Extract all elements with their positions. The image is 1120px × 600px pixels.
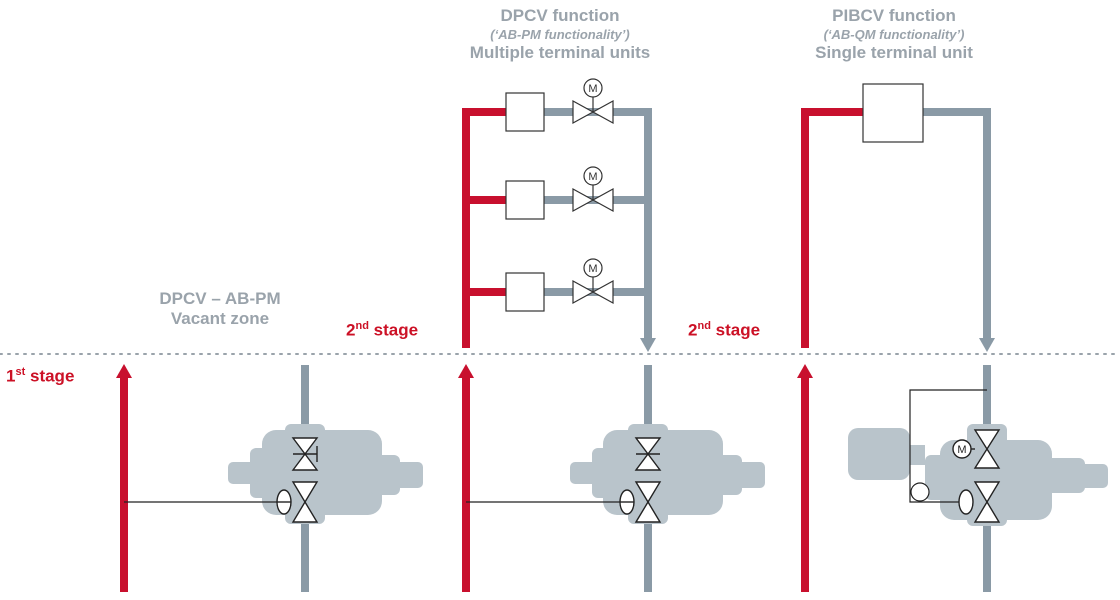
vacant-zone-group [116, 364, 423, 592]
stage2-right-label: 2nd stage [688, 320, 761, 340]
motor-valve-icon-3: M [572, 258, 614, 305]
vacant-zone-header: DPCV – AB-PM Vacant zone [140, 289, 300, 329]
pibcv-function-group: M [797, 83, 1108, 592]
return-arrow-icon [640, 338, 656, 352]
stage1-label: 1st stage [6, 366, 75, 386]
stage2-left-label: 2nd stage [346, 320, 419, 340]
dpcv-function-subtitle: (‘AB-PM functionality’) [490, 27, 630, 42]
actuator-body [848, 428, 925, 480]
terminal-unit-single [862, 83, 924, 143]
vacant-zone-line1: DPCV – AB-PM [159, 289, 281, 308]
pibcv-function-line3: Single terminal unit [815, 43, 973, 62]
dpcv-function-title: DPCV function [500, 6, 620, 25]
pibcv-valve-icon: M [952, 429, 1001, 523]
terminal-unit-2 [505, 180, 545, 220]
svg-text:M: M [957, 444, 966, 456]
supply-arrow-icon [116, 364, 132, 378]
dpcv-valve-body-2 [570, 424, 765, 524]
pump-icon [910, 482, 930, 502]
pibcv-function-title: PIBCV function [832, 6, 956, 25]
terminal-unit-1 [505, 92, 545, 132]
motor-valve-icon-1: M [572, 78, 614, 125]
dpcv-function-line3: Multiple terminal units [469, 43, 651, 62]
vacant-zone-line2: Vacant zone [170, 309, 270, 328]
pibcv-function-header: PIBCV function (‘AB-QM functionality’) S… [774, 6, 1014, 63]
dpcv-function-group: M M M [458, 78, 765, 592]
svg-text:M: M [588, 263, 597, 275]
dpcv-function-header: DPCV function (‘AB-PM functionality’) Mu… [440, 6, 680, 63]
balancing-valve-icon-2 [619, 437, 662, 523]
pibcv-function-subtitle: (‘AB-QM functionality’) [823, 27, 965, 42]
motor-valve-icon-2: M [572, 166, 614, 213]
pibcv-valve-body [925, 424, 1108, 526]
svg-text:M: M [588, 83, 597, 95]
dpcv-valve-body [228, 424, 423, 524]
terminal-unit-3 [505, 272, 545, 312]
svg-text:M: M [588, 171, 597, 183]
